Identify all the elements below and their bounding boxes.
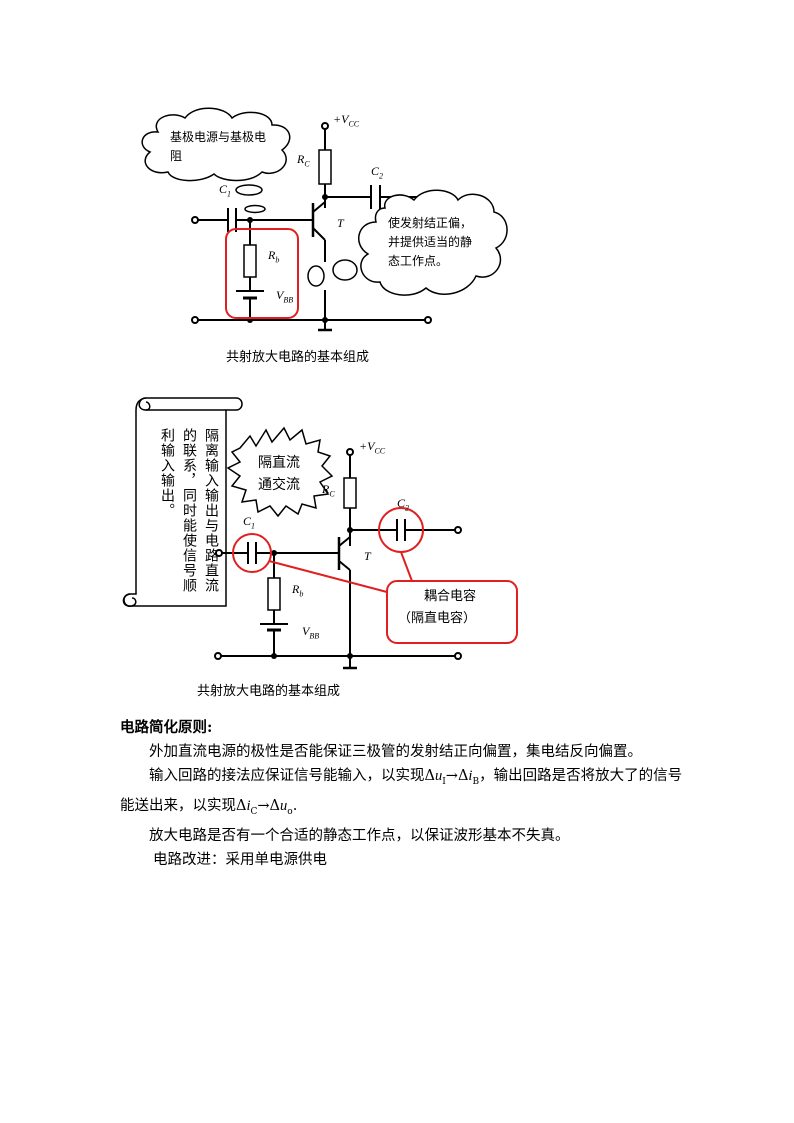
rb-label-2: Rb xyxy=(292,582,304,599)
cloud-left xyxy=(141,107,291,182)
c1-label-1: C1 xyxy=(219,182,232,199)
section-heading: 电路简化原则: xyxy=(120,719,213,736)
vcc-label-1: +VCC xyxy=(333,112,360,129)
paragraph-3: 放大电路是否有一个合适的静态工作点，以保证波形基本不失真。 xyxy=(149,827,570,844)
vbb-label-2: VBB xyxy=(302,624,320,641)
burst-shape xyxy=(226,426,334,518)
cloud-right xyxy=(358,189,508,296)
c1-label-2: C1 xyxy=(243,514,256,531)
c2-label-1: C2 xyxy=(371,164,384,181)
highlight-box xyxy=(225,228,299,319)
rb-label-1: Rb xyxy=(268,248,280,265)
paragraph-2: 输入回路的接法应保证信号能输入，以实现ΔuI→ΔiB，输出回路是否将放大了的信号… xyxy=(120,768,683,817)
scroll-text: 隔离输入输出与电路直流的联系，同时能使信号顺利输入输出。 xyxy=(159,428,219,593)
rc-label-1: RC xyxy=(297,152,310,169)
caption-1: 共射放大电路的基本组成 xyxy=(226,350,370,365)
c2-label-2: C2 xyxy=(397,496,410,513)
cloud-right-text: 使发射结正偏，并提供适当的静态工作点。 xyxy=(388,216,473,268)
cloud-left-text: 基极电源与基极电阻 xyxy=(170,130,267,163)
circuit-diagram-2 xyxy=(122,397,518,670)
burst-text-line2: 通交流 xyxy=(258,477,300,493)
t-label-2: T xyxy=(364,549,371,563)
caption-2: 共射放大电路的基本组成 xyxy=(197,684,341,699)
burst-text-line1: 隔直流 xyxy=(258,455,300,471)
rc-label-2: RC xyxy=(322,482,335,499)
paragraph-1: 外加直流电源的极性是否能保证三极管的发射结正向偏置，集电结反向偏置。 xyxy=(149,744,642,760)
callout-text-line1: 耦合电容 xyxy=(424,589,477,604)
callout-box xyxy=(386,580,518,644)
vcc-label-2: +VCC xyxy=(359,439,386,456)
scroll-shape xyxy=(122,397,243,607)
t-label-1: T xyxy=(337,216,344,230)
callout-text-line2: （隔直电容） xyxy=(398,611,477,626)
circuit-diagram-1 xyxy=(141,107,508,332)
simplification-section: 电路简化原则: 外加直流电源的极性是否能保证三极管的发射结正向偏置，集电结反向偏… xyxy=(120,716,688,872)
vbb-label-1: VBB xyxy=(276,288,294,305)
c1-highlight xyxy=(232,533,272,573)
paragraph-4: 电路改进：采用单电源供电 xyxy=(153,851,327,868)
